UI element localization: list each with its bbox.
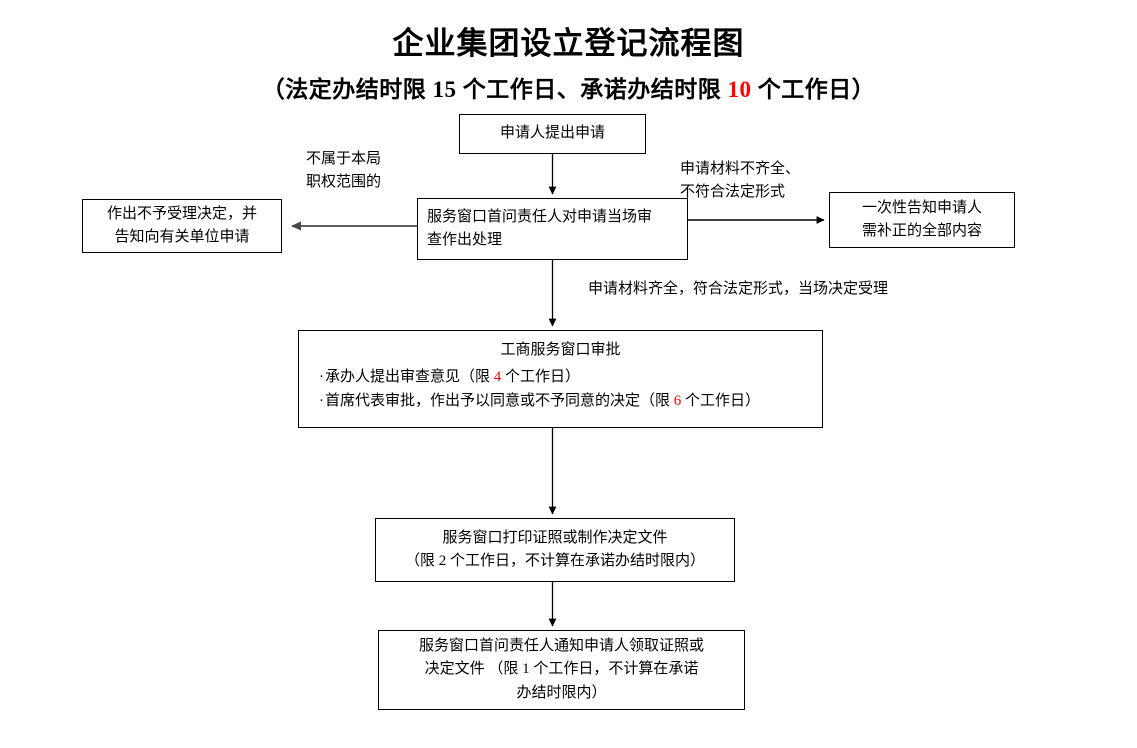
edge-label-incomplete-line-1: 不符合法定形式 xyxy=(680,183,786,200)
bullet-dot-icon-1: · xyxy=(319,393,324,410)
node-notify-supplement[interactable]: 一次性告知申请人 需补正的全部内容 xyxy=(829,192,1015,248)
node-deliver-line-1: 决定文件 （限 1 个工作日，不计算在承诺 xyxy=(424,661,699,678)
node-first-desk-line-0: 服务窗口首问责任人对申请当场审 xyxy=(427,208,653,225)
node-approval-bullet-1-days: 6 xyxy=(673,393,682,410)
node-approval-bullet-0-prefix: 承办人提出审查意见（限 xyxy=(325,369,494,386)
node-approval-bullet-0-suffix: 个工作日） xyxy=(501,369,581,386)
node-reject-line-0: 作出不予受理决定，并 xyxy=(106,205,257,222)
page-subtitle: （法定办结时限 15 个工作日、承诺办结时限 10 个工作日） xyxy=(0,70,1137,104)
edge-label-not-jurisdiction-line-1: 职权范围的 xyxy=(306,173,382,190)
node-print-line-1: （限 2 个工作日，不计算在承诺办结时限内） xyxy=(404,553,705,569)
node-approval[interactable]: 工商服务窗口审批 ·承办人提出审查意见（限 4 个工作日） ·首席代表审批，作出… xyxy=(298,330,823,428)
edge-label-incomplete-materials: 申请材料不齐全、 不符合法定形式 xyxy=(680,158,800,203)
edge-label-not-jurisdiction-line-0: 不属于本局 xyxy=(306,151,382,167)
edge-label-incomplete-line-0: 申请材料不齐全、 xyxy=(680,161,801,177)
node-approval-bullet-0-days: 4 xyxy=(493,369,502,386)
node-deliver-line-2: 办结时限内） xyxy=(516,684,607,701)
node-deliver-line-0: 服务窗口首问责任人通知申请人领取证照或 xyxy=(418,638,704,655)
node-reject-line-1: 告知向有关单位申请 xyxy=(114,229,250,245)
node-deliver-notice[interactable]: 服务窗口首问责任人通知申请人领取证照或 决定文件 （限 1 个工作日，不计算在承… xyxy=(378,630,745,710)
node-first-desk-line-1: 查作出处理 xyxy=(427,232,503,248)
node-approval-bullet-1: ·首席代表审批，作出予以同意或不予同意的决定（限 6 个工作日） xyxy=(319,389,816,413)
subtitle-highlight-days: 10 xyxy=(727,77,752,102)
subtitle-prefix: （法定办结时限 15 个工作日、承诺办结时限 xyxy=(261,77,728,102)
node-first-desk-review[interactable]: 服务窗口首问责任人对申请当场审 查作出处理 xyxy=(417,198,688,260)
subtitle-suffix: 个工作日） xyxy=(751,77,876,102)
node-reject-decision[interactable]: 作出不予受理决定，并 告知向有关单位申请 xyxy=(82,199,282,253)
node-approval-heading: 工商服务窗口审批 xyxy=(500,342,621,358)
node-approval-bullet-list: ·承办人提出审查意见（限 4 个工作日） ·首席代表审批，作出予以同意或不予同意… xyxy=(305,365,816,413)
node-print-certificate[interactable]: 服务窗口打印证照或制作决定文件 （限 2 个工作日，不计算在承诺办结时限内） xyxy=(375,518,735,582)
edge-label-complete-line-0: 申请材料齐全，符合法定形式，当场决定受理 xyxy=(588,281,889,297)
edge-label-complete-materials: 申请材料齐全，符合法定形式，当场决定受理 xyxy=(588,278,888,301)
node-notify-line-0: 一次性告知申请人 xyxy=(861,199,982,216)
edge-label-not-jurisdiction: 不属于本局 职权范围的 xyxy=(306,148,381,193)
node-print-line-0: 服务窗口打印证照或制作决定文件 xyxy=(442,529,668,546)
node-approval-bullet-1-suffix: 个工作日） xyxy=(681,393,761,410)
node-approval-bullet-1-prefix: 首席代表审批，作出予以同意或不予同意的决定（限 xyxy=(325,393,674,410)
node-notify-line-1: 需补正的全部内容 xyxy=(861,223,982,239)
bullet-dot-icon-0: · xyxy=(319,369,324,386)
node-approval-bullet-0: ·承办人提出审查意见（限 4 个工作日） xyxy=(319,365,816,389)
node-apply[interactable]: 申请人提出申请 xyxy=(459,114,646,154)
node-apply-line-0: 申请人提出申请 xyxy=(499,125,605,142)
page-title: 企业集团设立登记流程图 xyxy=(392,26,745,61)
